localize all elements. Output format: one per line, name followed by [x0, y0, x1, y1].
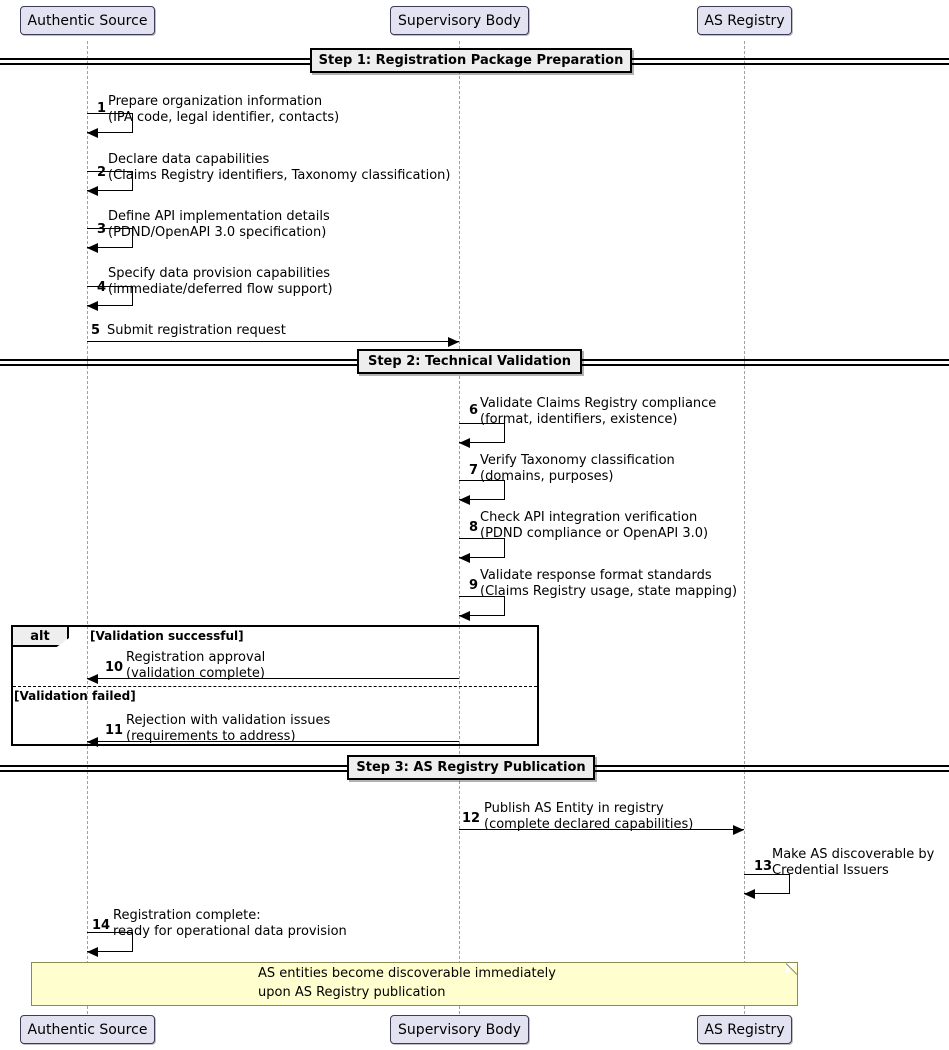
message-text-3: Define API implementation details	[108, 209, 330, 224]
message-number-1: 1	[97, 101, 107, 116]
fragment-branch-divider	[13, 686, 537, 687]
message-number-11: 11	[105, 723, 124, 738]
message-text-2: Declare data capabilities	[108, 152, 270, 167]
participant-label: AS Registry	[704, 12, 785, 29]
lifeline-authentic-source	[87, 41, 88, 1014]
message-text-6: Validate Claims Registry compliance	[480, 396, 717, 411]
message-arrowhead-10	[87, 674, 98, 684]
participant-header-as-registry[interactable]: AS Registry	[697, 6, 792, 35]
participant-label: Authentic Source	[27, 12, 148, 29]
message-arrowhead-14	[87, 947, 98, 957]
participant-label: AS Registry	[704, 1021, 785, 1038]
note-fold-corner	[786, 963, 797, 974]
message-text-7: Verify Taxonomy classification	[480, 453, 675, 468]
message-line-12	[459, 829, 744, 830]
divider-text: Step 3: AS Registry Publication	[356, 760, 586, 775]
participant-footer-authentic-source[interactable]: Authentic Source	[20, 1015, 155, 1044]
message-text-2: (Claims Registry identifiers, Taxonomy c…	[108, 168, 451, 183]
message-self-loop-13	[744, 874, 790, 894]
message-number-4: 4	[97, 280, 107, 295]
message-text-1: Prepare organization information	[108, 94, 323, 109]
message-number-5: 5	[91, 323, 101, 338]
divider-text: Step 2: Technical Validation	[367, 354, 572, 369]
participant-label: Supervisory Body	[398, 12, 521, 29]
message-number-6: 6	[469, 403, 479, 418]
message-text-3: (PDND/OpenAPI 3.0 specification)	[108, 225, 327, 240]
divider-label-step-1: Step 1: Registration Package Preparation	[310, 48, 632, 73]
message-self-loop-6	[459, 423, 505, 443]
fragment-guard: [Validation successful]	[90, 629, 244, 643]
message-arrowhead-9	[459, 611, 470, 621]
divider-text: Step 1: Registration Package Preparation	[318, 53, 624, 68]
message-arrowhead-13	[744, 889, 755, 899]
message-line-10	[87, 678, 459, 679]
message-self-loop-14	[87, 932, 133, 952]
message-text-8: (PDND compliance or OpenAPI 3.0)	[480, 526, 709, 541]
message-arrowhead-3	[87, 243, 98, 253]
message-number-9: 9	[469, 578, 479, 593]
message-text-12: (complete declared capabilities)	[484, 817, 694, 832]
message-self-loop-3	[87, 228, 133, 248]
fragment-operator-alt: alt	[13, 627, 69, 647]
lifeline-as-registry	[744, 41, 745, 1014]
message-self-loop-1	[87, 113, 133, 133]
message-text-10: Registration approval	[126, 650, 266, 665]
note-text: AS entities become discoverable immediat…	[258, 966, 556, 981]
message-number-10: 10	[105, 660, 124, 675]
message-number-3: 3	[97, 222, 107, 237]
message-arrowhead-12	[733, 825, 744, 835]
message-self-loop-8	[459, 538, 505, 558]
message-arrowhead-4	[87, 301, 98, 311]
message-arrowhead-6	[459, 438, 470, 448]
participant-header-authentic-source[interactable]: Authentic Source	[20, 6, 155, 35]
message-arrowhead-7	[459, 495, 470, 505]
message-text-6: (format, identifiers, existence)	[480, 412, 678, 427]
message-line-11	[87, 741, 459, 742]
divider-label-step-3: Step 3: AS Registry Publication	[347, 755, 595, 780]
message-text-10: (validation complete)	[126, 666, 266, 681]
fragment-guard: [Validation failed]	[14, 689, 136, 703]
message-arrowhead-5	[448, 337, 459, 347]
message-text-4: (immediate/deferred flow support)	[108, 282, 333, 297]
message-text-14: Registration complete:	[113, 908, 261, 923]
message-text-14: ready for operational data provision	[113, 924, 347, 939]
message-text-4: Specify data provision capabilities	[108, 266, 331, 281]
message-line-5	[87, 341, 459, 342]
message-arrowhead-11	[87, 737, 98, 747]
note-discoverability-note	[31, 962, 798, 1006]
message-number-7: 7	[469, 463, 479, 478]
fragment-alt-validation	[11, 625, 539, 746]
divider-label-step-2: Step 2: Technical Validation	[357, 349, 582, 374]
lifeline-supervisory-body	[459, 41, 460, 1014]
message-text-13: Make AS discoverable by	[772, 847, 935, 862]
note-text: upon AS Registry publication	[258, 985, 446, 1000]
message-text-11: Rejection with validation issues	[126, 713, 331, 728]
message-number-8: 8	[469, 520, 479, 535]
participant-footer-as-registry[interactable]: AS Registry	[697, 1015, 792, 1044]
message-arrowhead-8	[459, 553, 470, 563]
participant-label: Authentic Source	[27, 1021, 148, 1038]
message-self-loop-2	[87, 171, 133, 191]
message-self-loop-9	[459, 596, 505, 616]
message-text-1: (IPA code, legal identifier, contacts)	[108, 110, 340, 125]
participant-footer-supervisory-body[interactable]: Supervisory Body	[390, 1015, 529, 1044]
message-text-9: Validate response format standards	[480, 568, 712, 583]
message-text-9: (Claims Registry usage, state mapping)	[480, 584, 738, 599]
message-text-12: Publish AS Entity in registry	[484, 801, 664, 816]
message-number-2: 2	[97, 165, 107, 180]
participant-label: Supervisory Body	[398, 1021, 521, 1038]
message-arrowhead-1	[87, 128, 98, 138]
participant-header-supervisory-body[interactable]: Supervisory Body	[390, 6, 529, 35]
message-number-14: 14	[92, 918, 111, 933]
message-arrowhead-2	[87, 186, 98, 196]
message-text-11: (requirements to address)	[126, 729, 296, 744]
fragment-operator-label: alt	[30, 628, 50, 644]
message-self-loop-7	[459, 480, 505, 500]
message-number-12: 12	[462, 811, 481, 826]
message-text-5: Submit registration request	[107, 323, 286, 338]
message-number-13: 13	[754, 859, 773, 874]
message-self-loop-4	[87, 286, 133, 306]
message-text-8: Check API integration verification	[480, 510, 698, 525]
